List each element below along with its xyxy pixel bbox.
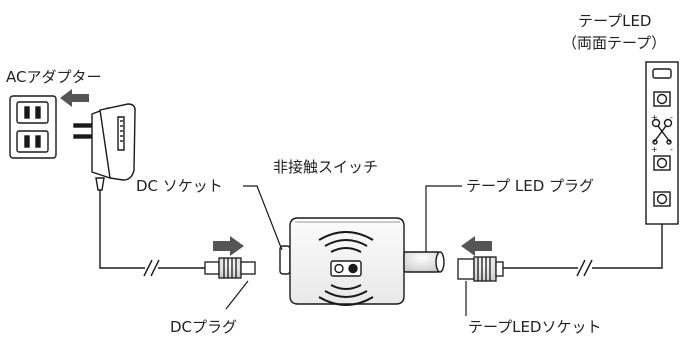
dc-cable xyxy=(99,190,205,277)
dc-plug-label: DCプラグ xyxy=(170,318,238,336)
ac-adapter-icon xyxy=(73,103,136,191)
led-cable xyxy=(503,224,663,277)
dc-plug-leader xyxy=(225,280,249,310)
svg-text:+: + xyxy=(651,113,658,122)
arrow-icon xyxy=(461,236,492,256)
arrow-icon xyxy=(60,89,89,107)
tape-led-socket-icon xyxy=(457,256,504,282)
tape-led-plug-leader xyxy=(425,185,462,252)
switch-label: 非接触スイッチ xyxy=(273,158,379,176)
dc-plug-icon xyxy=(204,257,256,279)
svg-text:+: + xyxy=(651,145,658,154)
ac-adapter-label: ACアダプター xyxy=(6,68,102,86)
scissors-icon xyxy=(651,118,673,145)
dc-socket-label: DC ソケット xyxy=(136,177,223,195)
led-tape-strip-icon: + - + - xyxy=(645,61,679,225)
leader-lines xyxy=(225,185,467,316)
tape-led-label: テープLED xyxy=(578,12,652,30)
svg-text:-: - xyxy=(670,113,673,122)
svg-text:-: - xyxy=(670,145,673,154)
proximity-sensor-icon xyxy=(318,231,374,306)
tape-led-socket-label: テープLEDソケット xyxy=(468,318,602,336)
wall-outlet-icon xyxy=(9,95,57,159)
arrow-icon xyxy=(213,236,244,256)
dc-socket-leader xyxy=(243,185,283,251)
tape-led-sublabel: （両面テープ） xyxy=(562,34,667,52)
tape-led-plug-label: テープ LED プラグ xyxy=(466,177,595,195)
switch-box-icon xyxy=(279,217,445,305)
